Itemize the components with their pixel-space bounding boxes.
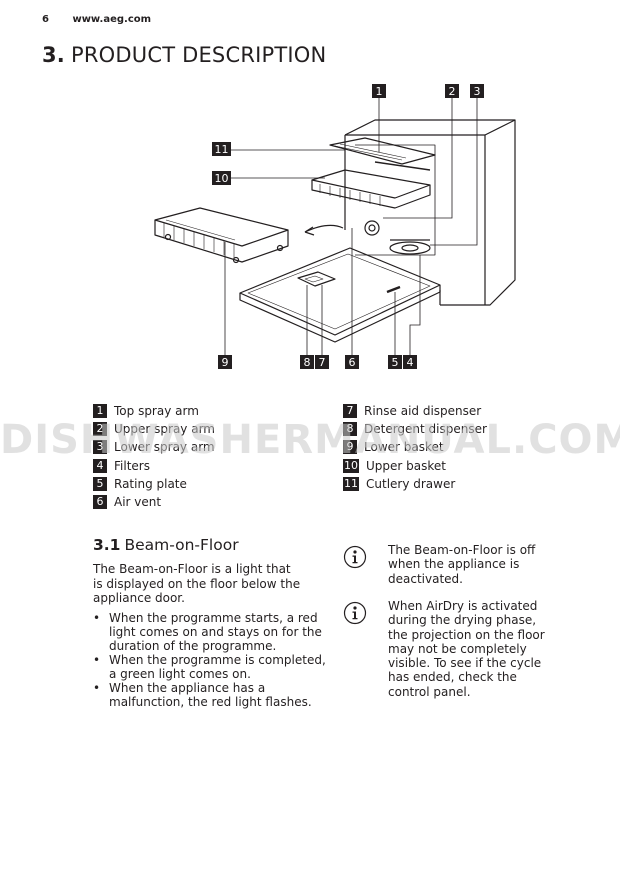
bullet-list: When the programme starts, a red light c… bbox=[93, 611, 328, 709]
legend-left: 1 Top spray arm 2 Upper spray arm 3 Lower s… bbox=[93, 402, 215, 511]
svg-text:6: 6 bbox=[349, 356, 356, 369]
info-icon bbox=[343, 601, 367, 625]
legend-label: Detergent dispenser bbox=[364, 422, 487, 437]
page-number: 6 bbox=[42, 14, 49, 25]
bullet-item: When the programme starts, a red light c… bbox=[93, 611, 328, 653]
legend-number: 2 bbox=[93, 422, 107, 437]
callout-1: 1 bbox=[372, 84, 386, 98]
legend-item: 9 Lower basket bbox=[343, 438, 487, 456]
svg-text:10: 10 bbox=[215, 172, 229, 185]
section-title: 3.PRODUCT DESCRIPTION bbox=[42, 43, 326, 67]
legend-label: Cutlery drawer bbox=[366, 476, 456, 491]
legend-number: 1 bbox=[93, 404, 107, 419]
legend-right: 7 Rinse aid dispenser 8 Detergent dispense… bbox=[343, 402, 487, 493]
legend-item: 3 Lower spray arm bbox=[93, 438, 215, 456]
legend-item: 2 Upper spray arm bbox=[93, 420, 215, 438]
info-note: The Beam-on-Floor is off when the applia… bbox=[343, 543, 558, 586]
legend-item: 5 Rating plate bbox=[93, 475, 215, 493]
dishwasher-illustration: 1 2 3 11 10 9 8 7 6 5 4 bbox=[154, 84, 516, 369]
bullet-item: When the appliance has a malfunction, th… bbox=[93, 681, 328, 709]
legend-label: Air vent bbox=[114, 494, 162, 509]
legend-label: Upper spray arm bbox=[114, 422, 215, 437]
intro-paragraph: The Beam-on-Floor is a light that is dis… bbox=[93, 562, 301, 605]
legend-item: 8 Detergent dispenser bbox=[343, 420, 487, 438]
subsection-title-text: Beam-on-Floor bbox=[124, 536, 239, 554]
section-number: 3. bbox=[42, 43, 65, 67]
info-icon bbox=[343, 545, 367, 569]
callout-8: 8 bbox=[300, 355, 314, 369]
svg-text:3: 3 bbox=[474, 85, 481, 98]
svg-text:7: 7 bbox=[319, 356, 326, 369]
callout-11: 11 bbox=[212, 142, 231, 156]
watermark: DISHWASHERMANUAL.COM bbox=[0, 417, 620, 463]
callout-7: 7 bbox=[315, 355, 329, 369]
legend-item: 4 Filters bbox=[93, 457, 215, 475]
legend-label: Top spray arm bbox=[114, 404, 199, 418]
legend-item: 10 Upper basket bbox=[343, 457, 487, 475]
callout-2: 2 bbox=[445, 84, 459, 98]
svg-text:2: 2 bbox=[449, 85, 456, 98]
callout-10: 10 bbox=[212, 171, 231, 185]
svg-text:4: 4 bbox=[407, 356, 414, 369]
svg-text:8: 8 bbox=[304, 356, 311, 369]
legend-number: 3 bbox=[93, 440, 107, 455]
callout-5: 5 bbox=[388, 355, 402, 369]
legend-label: Filters bbox=[114, 458, 150, 473]
section-title-text: PRODUCT DESCRIPTION bbox=[71, 43, 327, 67]
legend-item: 7 Rinse aid dispenser bbox=[343, 402, 487, 420]
callout-6: 6 bbox=[345, 355, 359, 369]
info-note-text: When AirDry is activated during the dryi… bbox=[388, 599, 545, 699]
svg-text:11: 11 bbox=[215, 143, 229, 156]
callout-3: 3 bbox=[470, 84, 484, 98]
bullet-item: When the programme is completed, a green… bbox=[93, 653, 328, 681]
subsection-number: 3.1 bbox=[93, 536, 121, 554]
callout-9: 9 bbox=[218, 355, 232, 369]
legend-number: 10 bbox=[343, 458, 359, 473]
legend-number: 5 bbox=[93, 476, 107, 491]
info-note-text: The Beam-on-Floor is off when the applia… bbox=[388, 543, 536, 586]
site-url: www.aeg.com bbox=[72, 14, 152, 25]
legend-label: Rating plate bbox=[114, 476, 187, 491]
callout-4: 4 bbox=[403, 355, 417, 369]
legend-label: Rinse aid dispenser bbox=[364, 404, 482, 418]
legend-label: Lower basket bbox=[364, 440, 444, 455]
svg-text:1: 1 bbox=[376, 85, 383, 98]
legend-number: 8 bbox=[343, 422, 357, 437]
legend-number: 4 bbox=[93, 458, 107, 473]
legend-label: Upper basket bbox=[366, 458, 446, 473]
page-header: 6 www.aeg.com bbox=[42, 14, 151, 25]
legend-number: 11 bbox=[343, 476, 359, 491]
info-note: When AirDry is activated during the dryi… bbox=[343, 599, 558, 699]
legend-item: 6 Air vent bbox=[93, 493, 215, 511]
legend-label: Lower spray arm bbox=[114, 440, 215, 455]
legend-number: 7 bbox=[343, 404, 357, 419]
legend-item: 11 Cutlery drawer bbox=[343, 475, 487, 493]
legend-number: 6 bbox=[93, 495, 107, 510]
legend-number: 9 bbox=[343, 440, 357, 455]
svg-text:9: 9 bbox=[222, 356, 229, 369]
svg-text:5: 5 bbox=[392, 356, 399, 369]
legend-item: 1 Top spray arm bbox=[93, 402, 215, 420]
